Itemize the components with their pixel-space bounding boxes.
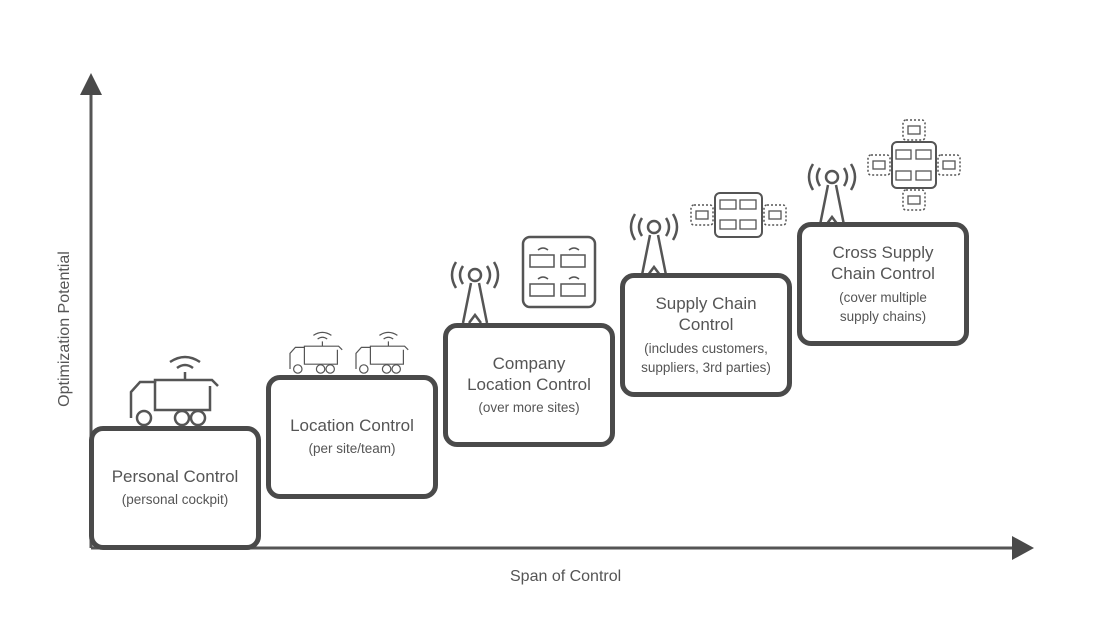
step-title: Control xyxy=(678,315,734,334)
y-axis-label: Optimization Potential xyxy=(56,251,73,407)
y-axis-arrow-icon xyxy=(80,73,102,95)
antenna-tower-icon xyxy=(629,213,679,276)
step-subtitle: (personal cockpit) xyxy=(121,492,229,507)
step-subtitle: (includes customers, xyxy=(644,341,768,356)
step-title: Personal Control xyxy=(111,467,239,486)
truck-fleet-icon xyxy=(521,235,597,309)
step-subtitle: (per site/team) xyxy=(308,441,396,456)
step-subtitle: (over more sites) xyxy=(478,399,580,415)
x-axis-arrow-icon xyxy=(1012,536,1034,560)
step-personal-control: Personal Control (personal cockpit) xyxy=(89,426,261,550)
step-subtitle: supply chains) xyxy=(839,309,927,324)
step-subtitle: suppliers, 3rd parties) xyxy=(641,360,771,375)
step-title: Cross Supply xyxy=(832,243,934,262)
truck-icon xyxy=(129,355,219,427)
step-subtitle: (cover multiple xyxy=(839,290,927,305)
truck-icon xyxy=(289,331,343,374)
truck-icon xyxy=(355,331,409,374)
partner-network-icon xyxy=(690,192,787,238)
step-title: Company xyxy=(492,353,566,373)
step-title: Supply Chain xyxy=(655,294,757,313)
step-title: Location Control xyxy=(467,374,591,394)
step-supply-chain-control: Supply Chain Control (includes customers… xyxy=(620,273,792,397)
multi-network-icon xyxy=(867,119,961,211)
x-axis-label: Span of Control xyxy=(510,568,622,585)
antenna-tower-icon xyxy=(807,163,857,226)
antenna-tower-icon xyxy=(450,261,500,324)
step-title: Chain Control xyxy=(831,264,935,283)
step-location-control: Location Control (per site/team) xyxy=(266,375,438,499)
step-company-location-control: Company Location Control (over more site… xyxy=(443,323,615,447)
step-cross-supply-chain-control: Cross Supply Chain Control (cover multip… xyxy=(797,222,969,346)
step-title: Location Control xyxy=(290,416,414,435)
